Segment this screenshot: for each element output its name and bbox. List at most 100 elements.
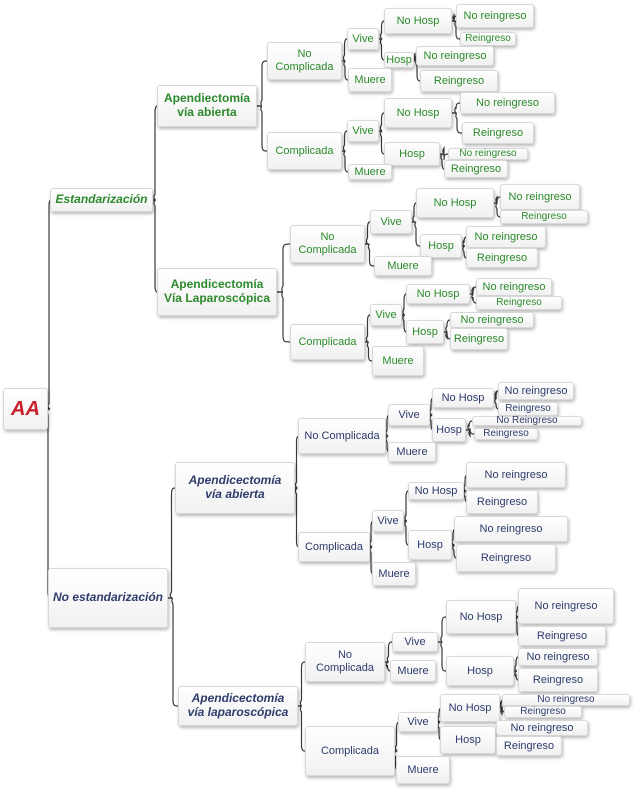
connector-line [451, 20, 461, 40]
connector-line [364, 341, 373, 362]
node-vive[interactable]: Vive [388, 404, 430, 426]
node-reingreso[interactable]: Reingreso [518, 626, 606, 646]
node-muere[interactable]: Muere [396, 756, 450, 784]
node-no-complicada[interactable]: No Complicada [290, 225, 365, 263]
node-hosp[interactable]: Hosp [446, 656, 514, 686]
node-no-hosp[interactable]: No Hosp [408, 482, 464, 500]
node-apendicectomia-via-abierta[interactable]: Apendicectomía vía abierta [175, 462, 295, 514]
node-no-reingreso[interactable]: No reingreso [476, 278, 552, 296]
connector-line [451, 102, 461, 114]
connector-line [384, 661, 391, 672]
node-no-reingreso[interactable]: No reingreso [416, 46, 494, 66]
node-no-hosp[interactable]: No Hosp [384, 98, 452, 128]
node-reingreso[interactable]: Reingreso [498, 402, 558, 416]
node-muere[interactable]: Muere [390, 660, 436, 682]
node-reingreso[interactable]: Reingreso [500, 210, 588, 224]
connector-line [364, 243, 375, 267]
node-estandarizacion[interactable]: Estandarización [50, 188, 153, 212]
node-muere[interactable]: Muere [374, 256, 432, 276]
node-vive[interactable]: Vive [370, 304, 402, 326]
node-no-reingreso[interactable]: No reingreso [500, 184, 580, 210]
node-reingreso[interactable]: Reingreso [504, 706, 582, 718]
node-no-reingreso[interactable]: No reingreso [466, 462, 566, 488]
node-hosp[interactable]: Hosp [440, 726, 496, 754]
node-reingreso[interactable]: Reingreso [460, 32, 516, 46]
connector-line [401, 314, 407, 333]
node-no-reingreso[interactable]: No reingreso [456, 4, 534, 28]
connector-line [451, 112, 463, 134]
connector-line [378, 38, 385, 61]
node-vive[interactable]: Vive [370, 210, 412, 234]
node-reingreso[interactable]: Reingreso [474, 428, 538, 440]
node-no-complicada[interactable]: No Complicada [267, 42, 342, 80]
connector-line [443, 331, 451, 340]
node-reingreso[interactable]: Reingreso [466, 490, 538, 514]
node-aa[interactable]: AA [3, 388, 48, 430]
node-complicada[interactable]: Complicada [267, 132, 342, 170]
node-muere[interactable]: Muere [348, 68, 392, 92]
node-hosp[interactable]: Hosp [384, 52, 414, 68]
node-muere[interactable]: Muere [372, 562, 416, 586]
node-vive[interactable]: Vive [347, 120, 379, 142]
node-reingreso[interactable]: Reingreso [450, 328, 508, 350]
node-no-reingreso[interactable]: No reingreso [454, 516, 568, 542]
node-no-reingreso[interactable]: No reingreso [466, 226, 546, 248]
node-reingreso[interactable]: Reingreso [496, 736, 562, 756]
node-no-reingreso[interactable]: No reingreso [450, 312, 534, 328]
connector-line [47, 199, 51, 410]
node-vive[interactable]: Vive [392, 632, 438, 652]
node-vive[interactable]: Vive [398, 712, 438, 732]
node-hosp[interactable]: Hosp [432, 418, 466, 442]
node-no-complicada[interactable]: No Complicada [298, 418, 386, 454]
node-no-hosp[interactable]: No Hosp [432, 388, 494, 408]
node-apendicectomia-via-laparoscopica[interactable]: Apendicectomía Vía Laparoscópica [157, 268, 277, 316]
node-hosp[interactable]: Hosp [420, 234, 462, 258]
node-no-hosp[interactable]: No Hosp [406, 284, 470, 304]
node-no-complicada[interactable]: No Complicada [305, 642, 385, 682]
node-no-reingreso[interactable]: No reingreso [518, 588, 614, 624]
node-apendicectomia-via-laparoscopica[interactable]: Apendicectomía vía laparoscópica [178, 686, 298, 726]
node-vive[interactable]: Vive [347, 28, 379, 50]
connector-line [152, 199, 158, 293]
connector-line [297, 661, 306, 707]
node-hosp[interactable]: Hosp [406, 320, 444, 344]
node-no-reingreso[interactable]: No reingreso [502, 694, 630, 706]
node-reingreso[interactable]: Reingreso [462, 122, 534, 144]
node-no-hosp[interactable]: No Hosp [440, 694, 500, 722]
connector-line [499, 705, 505, 716]
connector-line [403, 520, 409, 546]
node-reingreso[interactable]: Reingreso [466, 248, 538, 268]
connector-line [256, 105, 268, 152]
node-reingreso[interactable]: Reingreso [444, 160, 508, 178]
connector-line [276, 291, 291, 343]
node-vive[interactable]: Vive [372, 510, 404, 532]
node-reingreso[interactable]: Reingreso [518, 668, 598, 692]
node-complicada[interactable]: Complicada [305, 726, 395, 776]
node-complicada[interactable]: Complicada [290, 324, 365, 360]
node-reingreso[interactable]: Reingreso [420, 70, 498, 92]
node-no-reingreso[interactable]: No Reingreso [472, 415, 582, 426]
connector-line [384, 641, 393, 663]
node-no-reingreso[interactable]: No reingreso [460, 92, 555, 114]
node-no-reingreso[interactable]: No reingreso [518, 648, 598, 666]
node-no-reingreso[interactable]: No reingreso [496, 720, 588, 736]
node-no-hosp[interactable]: No Hosp [446, 600, 516, 634]
node-reingreso[interactable]: Reingreso [476, 296, 562, 310]
node-muere[interactable]: Muere [372, 346, 424, 376]
connector-line [341, 150, 349, 173]
node-complicada[interactable]: Complicada [298, 532, 370, 562]
node-muere[interactable]: Muere [388, 442, 436, 462]
node-no-hosp[interactable]: No Hosp [384, 8, 452, 34]
connector-line [167, 487, 176, 599]
node-no-estandarizacion[interactable]: No estandarización [48, 568, 168, 628]
node-hosp[interactable]: Hosp [408, 530, 452, 560]
connector-line [341, 60, 349, 81]
node-apendiectomia-via-abierta[interactable]: Apendiectomía vía abierta [157, 85, 257, 127]
node-hosp[interactable]: Hosp [384, 142, 440, 166]
node-no-reingreso[interactable]: No reingreso [498, 382, 574, 400]
node-no-reingreso[interactable]: No reingreso [448, 148, 528, 160]
node-reingreso[interactable]: Reingreso [456, 544, 556, 572]
node-muere[interactable]: Muere [348, 164, 392, 180]
node-no-hosp[interactable]: No Hosp [416, 188, 494, 218]
connector-line [513, 670, 519, 681]
